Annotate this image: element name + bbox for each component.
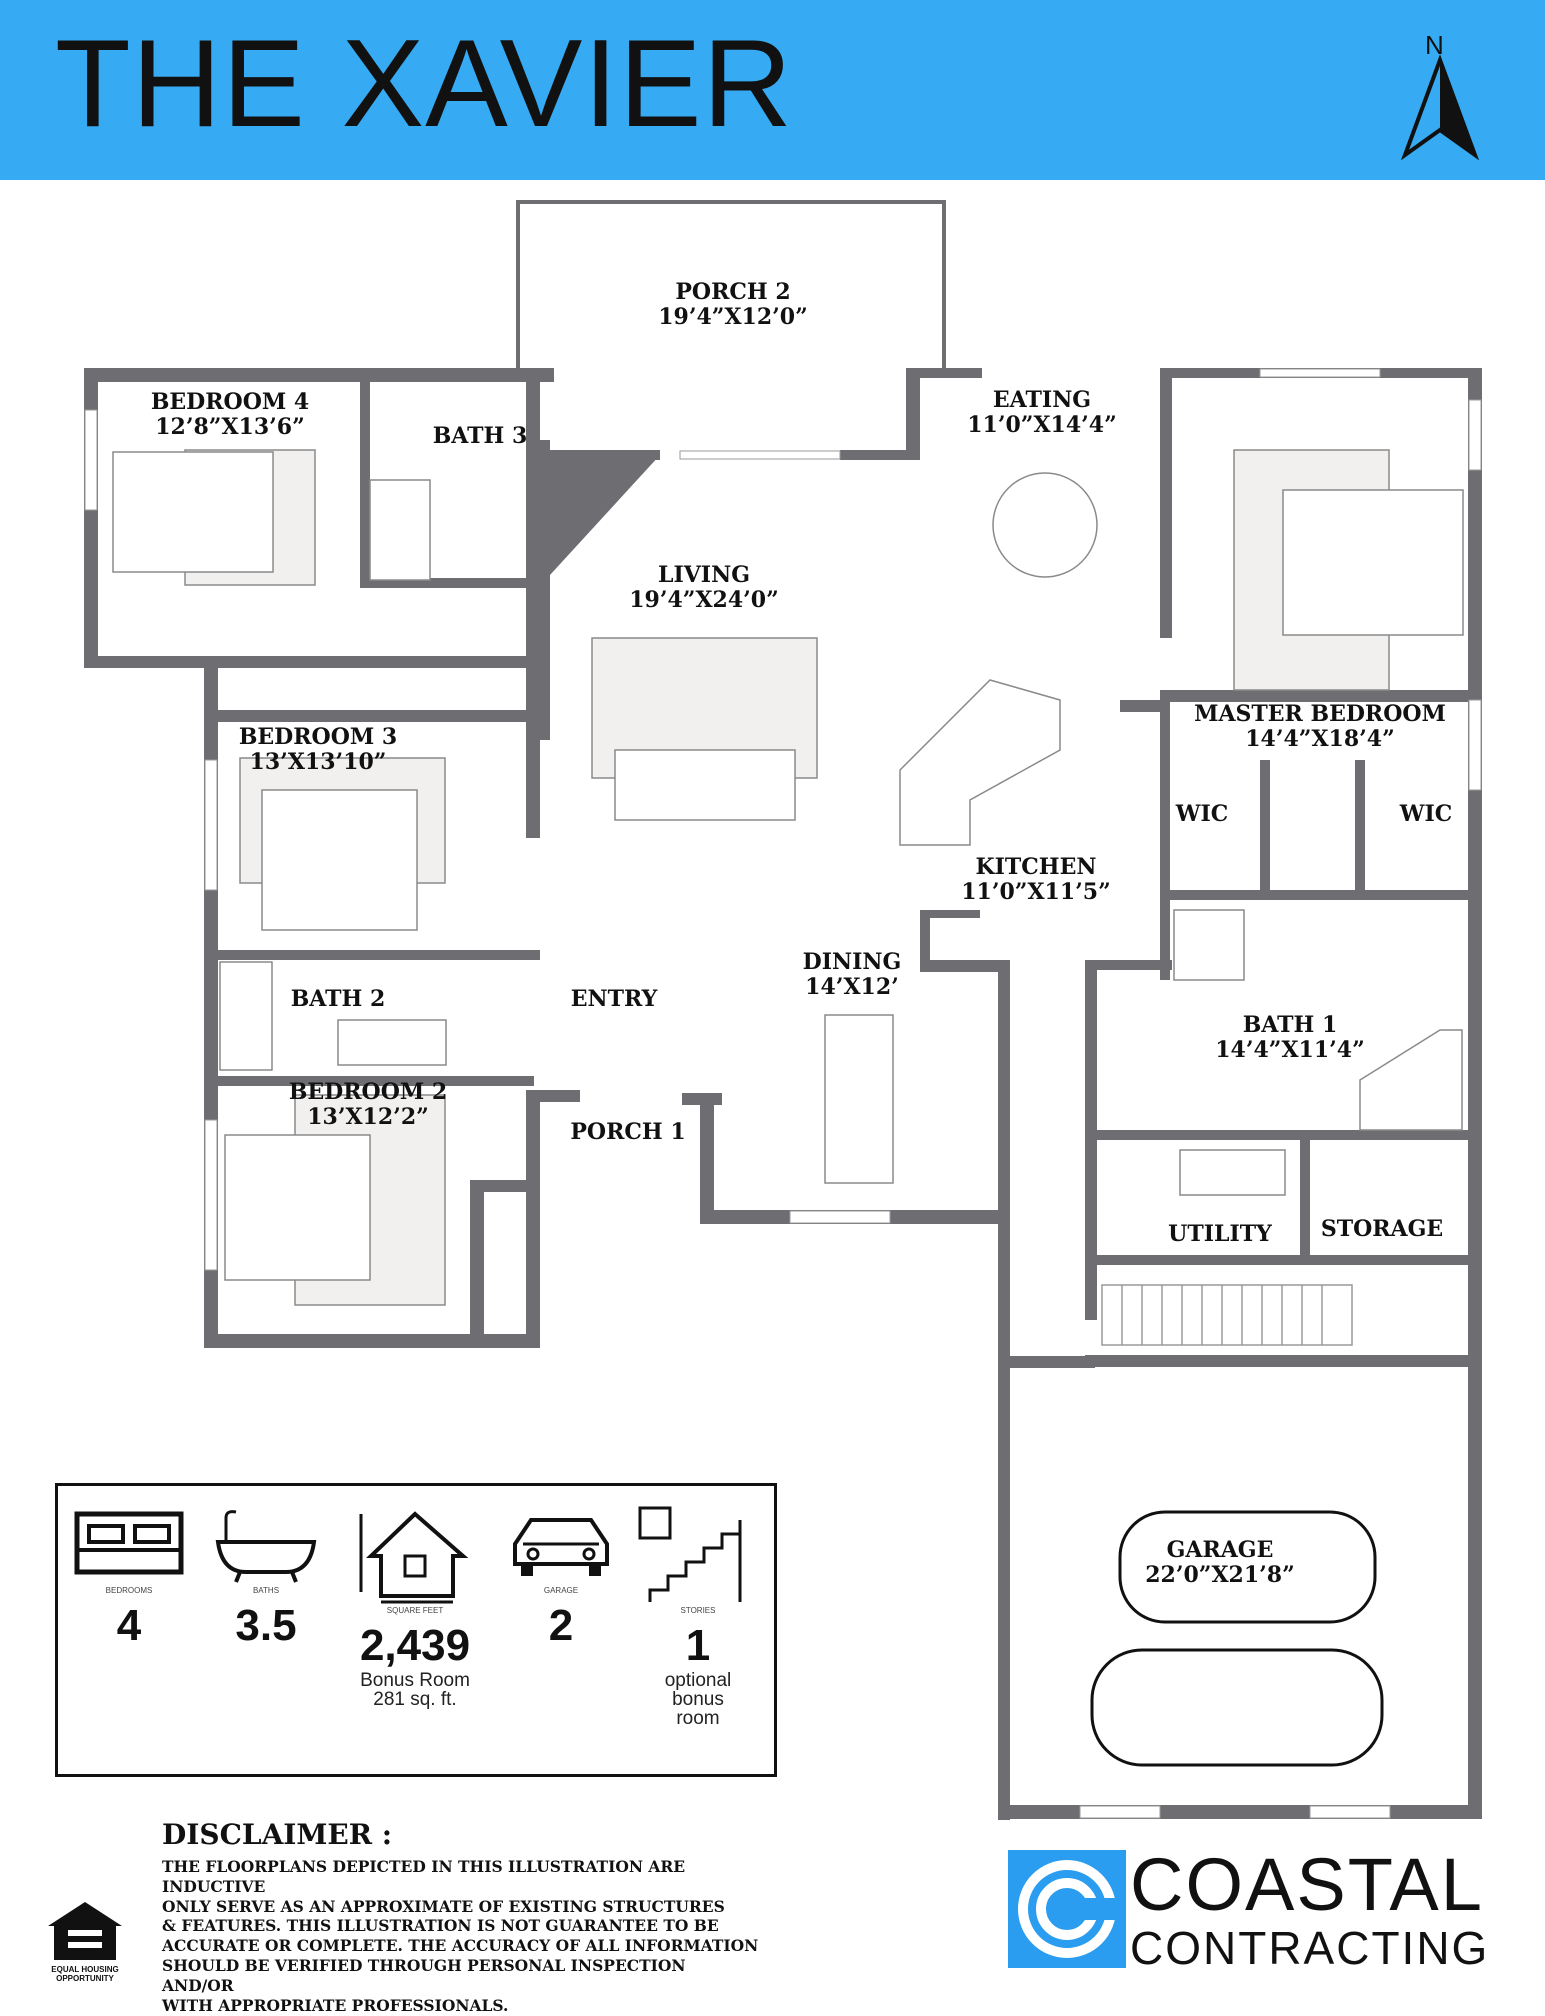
bed-icon	[74, 1511, 184, 1575]
stairs	[1101, 1284, 1353, 1346]
equal-housing-badge: EQUAL HOUSING OPPORTUNITY	[44, 1900, 126, 1984]
stat-note-line: optional	[664, 1670, 732, 1691]
disclaimer-body: THE FLOORPLANS DEPICTED IN THIS ILLUSTRA…	[162, 1857, 759, 2015]
stat-note-line: bonus	[672, 1689, 724, 1710]
room-label-bath-2: BATH 2	[290, 986, 386, 1012]
stat-note-line: 281 sq. ft.	[373, 1689, 457, 1710]
windows	[84, 368, 1482, 1819]
room-label-porch-1: PORCH 1	[570, 1119, 686, 1145]
stat-value: 2	[548, 1601, 574, 1650]
stat-value: 3.5	[235, 1601, 297, 1650]
furniture	[112, 449, 1464, 1767]
stat-garage: GARAGE 2	[496, 1506, 626, 1651]
stat-value: 1	[685, 1621, 711, 1670]
equal-housing-icon	[48, 1902, 122, 1960]
title-bar: THE XAVIER N	[0, 0, 1545, 180]
north-arrow-icon	[1401, 54, 1479, 160]
stairs-icon	[638, 1506, 742, 1602]
house-icon	[359, 1511, 469, 1604]
compass-letter: N	[1425, 30, 1444, 60]
brand-name-line2: CONTRACTING	[1130, 1922, 1490, 1974]
room-label-utility: UTILITY	[1168, 1221, 1272, 1247]
brand-name-line1: COASTAL	[1130, 1843, 1484, 1926]
room-label-wic-2: WIC	[1399, 801, 1453, 827]
stat-value: 2,439	[359, 1621, 471, 1670]
car-icon	[513, 1518, 609, 1576]
home-stats-panel: BEDROOMS 4 BATHS 3.5 SQUARE FEET 2,439 B…	[55, 1483, 777, 1777]
bathtub-icon	[215, 1510, 317, 1583]
stat-note-line: room	[676, 1708, 720, 1729]
floor-plan	[84, 200, 1482, 1820]
plan-title: THE XAVIER	[55, 15, 794, 153]
stat-square-feet: SQUARE FEET 2,439 Bonus Room 281 sq. ft.	[350, 1506, 480, 1709]
stat-baths: BATHS 3.5	[201, 1506, 331, 1651]
room-label-storage: STORAGE	[1320, 1216, 1444, 1242]
stat-value: 4	[116, 1601, 142, 1650]
disclaimer-title: DISCLAIMER :	[162, 1818, 393, 1851]
stat-note-line: Bonus Room	[360, 1670, 470, 1691]
stat-stories: STORIES 1 optional bonus room	[633, 1506, 763, 1728]
room-label-entry: ENTRY	[570, 986, 658, 1012]
room-label-bath-3: BATH 3	[432, 423, 528, 449]
room-label-wic-1: WIC	[1175, 801, 1229, 827]
coastal-logo-icon	[1008, 1850, 1126, 1968]
stat-bedrooms: BEDROOMS 4	[64, 1506, 194, 1651]
